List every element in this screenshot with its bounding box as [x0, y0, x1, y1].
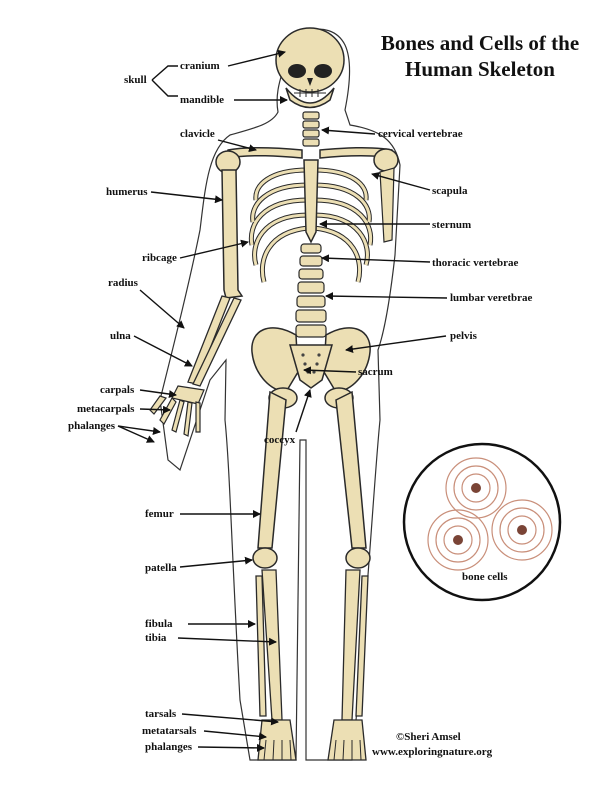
label-patella: patella — [145, 562, 177, 574]
label-sacrum: sacrum — [358, 366, 393, 378]
label-femur: femur — [145, 508, 174, 520]
label-tarsals: tarsals — [145, 708, 177, 720]
label-tibia: tibia — [145, 632, 167, 644]
label-scapula: scapula — [432, 185, 468, 197]
label-bone-cells: bone cells — [462, 571, 508, 583]
label-lumbar-vertebrae: lumbar veretbrae — [450, 292, 533, 304]
hand-shape — [149, 385, 205, 437]
foot-shape — [257, 719, 367, 761]
forearm-shape — [187, 295, 242, 387]
label-phalanges-foot: phalanges — [145, 741, 193, 753]
label-phalanges-hand: phalanges — [68, 420, 116, 432]
femur-shape — [257, 390, 367, 549]
label-thoracic-vertebrae: thoracic vertebrae — [432, 257, 519, 269]
label-ulna: ulna — [110, 330, 131, 342]
label-ribcage: ribcage — [142, 252, 177, 264]
label-clavicle: clavicle — [180, 128, 215, 140]
credit-block: ©Sheri Amsel www.exploringnature.org — [372, 730, 492, 760]
label-coccyx: coccyx — [264, 434, 296, 446]
spine-shape — [295, 243, 327, 338]
cervical-vertebrae-shape — [302, 111, 320, 147]
skull — [275, 27, 345, 109]
label-skull: skull — [124, 74, 147, 86]
label-pelvis: pelvis — [450, 330, 477, 342]
label-radius: radius — [108, 277, 138, 289]
sternum-shape — [303, 159, 319, 244]
label-cranium: cranium — [180, 60, 220, 72]
patella-shape — [252, 547, 371, 569]
label-cervical-vertebrae: cervical vertebrae — [378, 128, 463, 140]
credit-author: ©Sheri Amsel — [396, 731, 461, 743]
humerus-shape — [221, 169, 244, 299]
label-metacarpals: metacarpals — [77, 403, 135, 415]
pointer-arrows — [117, 49, 448, 752]
label-mandible: mandible — [180, 94, 225, 106]
label-fibula: fibula — [145, 618, 173, 630]
bone-cells-illustration — [402, 442, 562, 602]
label-humerus: humerus — [106, 186, 148, 198]
label-carpals: carpals — [100, 384, 135, 396]
title-line-2: Human Skeleton — [405, 57, 555, 81]
diagram-title: Bones and Cells of the Human Skeleton — [360, 30, 600, 82]
title-line-1: Bones and Cells of the — [380, 31, 580, 55]
lower-leg-shape — [255, 569, 369, 721]
credit-website: www.exploringnature.org — [372, 746, 493, 758]
label-sternum: sternum — [432, 219, 472, 231]
label-metatarsals: metatarsals — [142, 725, 197, 737]
